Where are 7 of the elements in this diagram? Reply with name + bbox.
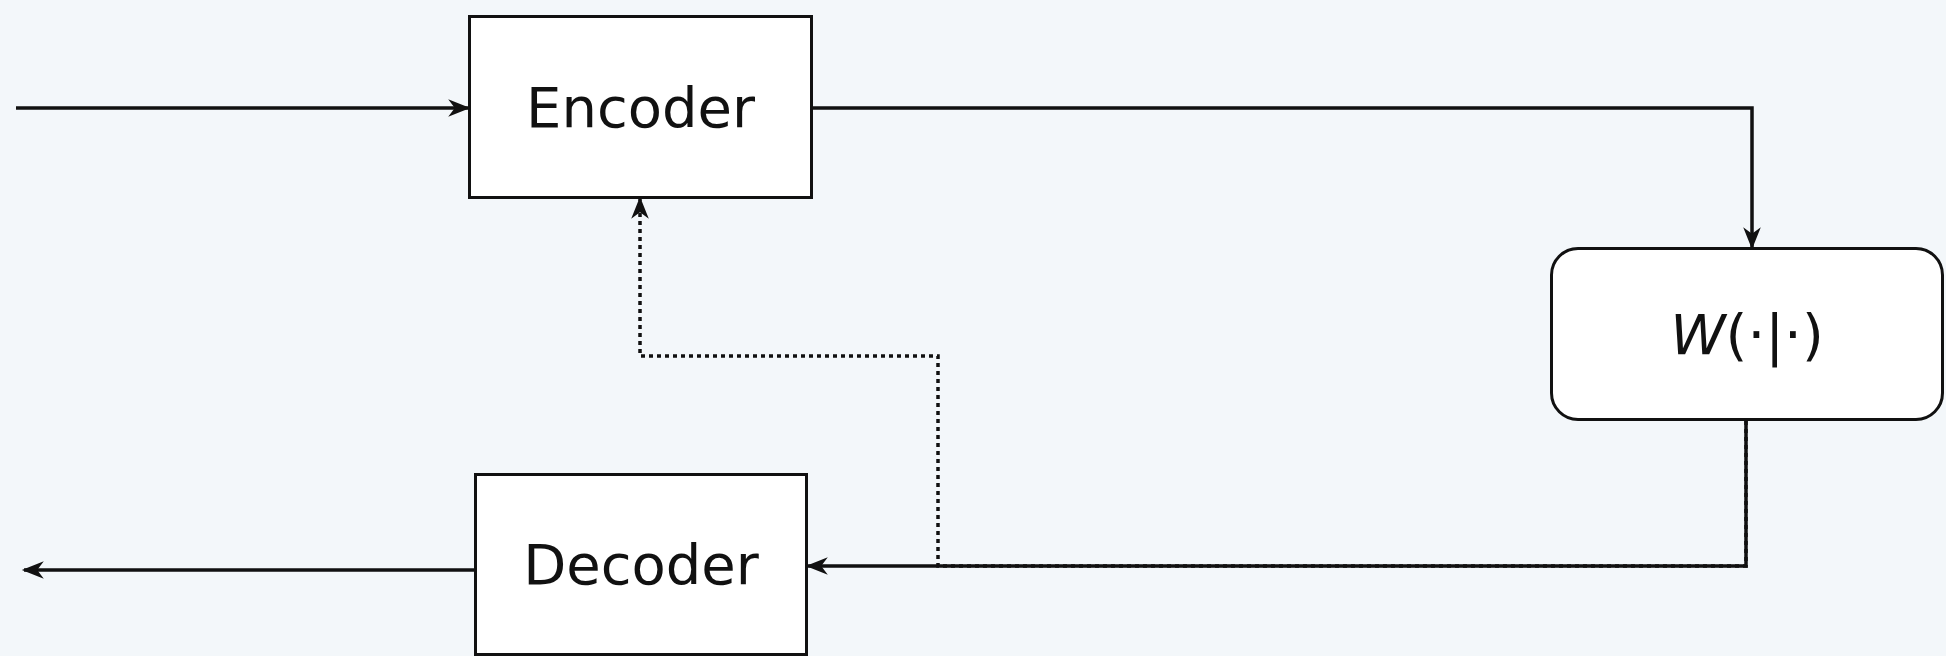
box-label: Encoder xyxy=(526,74,755,140)
arrow xyxy=(21,561,474,579)
rounded-box xyxy=(1550,247,1944,421)
process-box xyxy=(468,15,813,199)
box-label: Decoder xyxy=(523,532,759,597)
process-box xyxy=(474,473,808,656)
box-label: W(·|·) xyxy=(1670,301,1824,367)
